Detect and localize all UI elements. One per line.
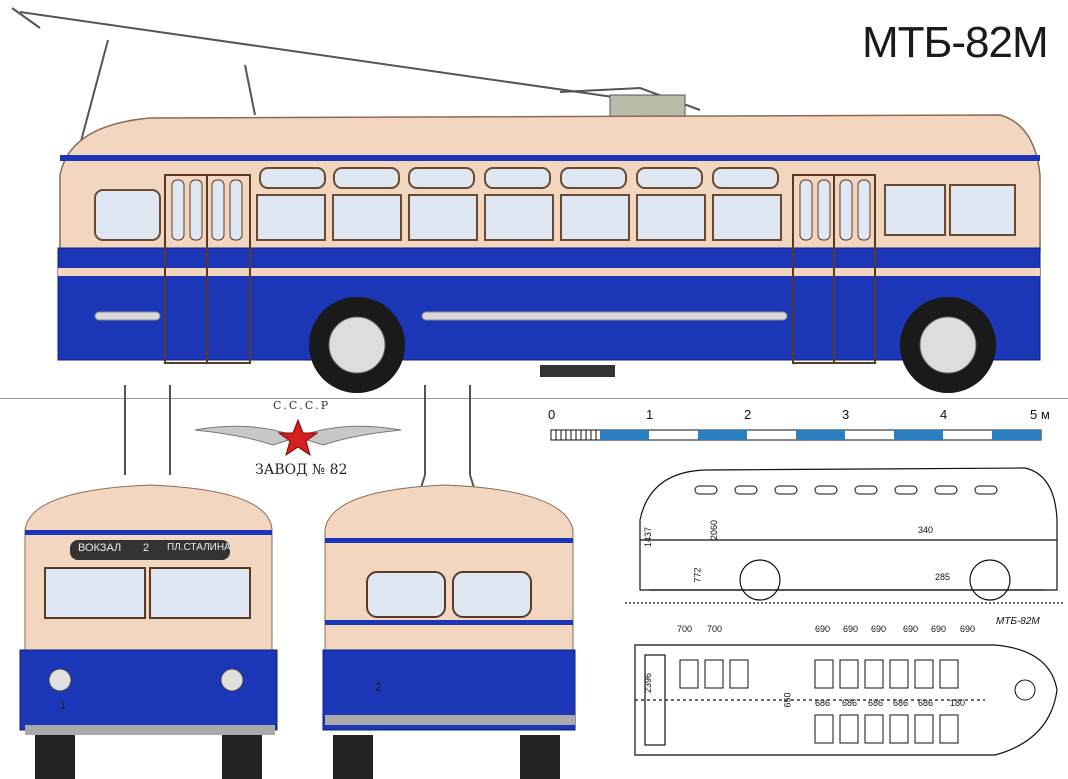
dim-low-0: 686	[815, 698, 831, 708]
rear-view-illustration	[322, 385, 576, 779]
technical-drawings	[625, 467, 1065, 756]
side-section-drawing	[625, 467, 1065, 604]
dim-low-1: 686	[842, 698, 858, 708]
page-title: МТБ-82М	[862, 18, 1049, 67]
scale-bar	[550, 429, 1042, 441]
side-view-illustration	[11, 7, 1041, 393]
emblem-country: С.С.С.Р	[273, 399, 331, 412]
rear-number: 2	[375, 680, 382, 694]
scale-label-4: 4	[940, 407, 948, 422]
drawing-model-label: МТБ-82М	[996, 616, 1040, 627]
dim-top-0: 700	[677, 624, 693, 634]
dim-top-6: 690	[931, 624, 947, 634]
dim-seat-depth: 285	[935, 572, 951, 582]
dim-aisle: 650	[782, 692, 793, 708]
dim-width: 2396	[643, 672, 654, 694]
emblem-wings	[194, 418, 402, 457]
sign-route: 2	[143, 542, 150, 554]
front-view-illustration	[19, 385, 278, 779]
dim-top-4: 690	[871, 624, 887, 634]
body-lower	[57, 247, 1041, 361]
dim-window: 1437	[643, 526, 654, 548]
emblem-factory: ЗАВОД № 82	[255, 462, 348, 478]
dim-low-3: 686	[893, 698, 909, 708]
dim-top-5: 690	[903, 624, 919, 634]
side-windows	[94, 167, 1016, 241]
destination-sign	[70, 540, 230, 560]
dim-low-4: 686	[918, 698, 934, 708]
dim-floor: 772	[692, 567, 703, 583]
front-number: 1	[60, 700, 67, 712]
scale-label-5: 5 м	[1030, 407, 1050, 422]
dim-seat: 340	[918, 525, 934, 535]
dim-top-3: 690	[843, 624, 859, 634]
dim-top-7: 690	[960, 624, 976, 634]
scale-label-3: 3	[842, 407, 850, 422]
dim-height: 2060	[709, 519, 720, 541]
scale-label-1: 1	[646, 407, 654, 422]
dim-top-1: 700	[707, 624, 723, 634]
wheels	[309, 297, 996, 393]
divider	[0, 398, 1068, 399]
doors	[164, 174, 876, 364]
dim-low-2: 686	[868, 698, 884, 708]
dim-low-5: 180	[950, 698, 966, 708]
scale-label-0: 0	[548, 407, 556, 422]
sign-left: ВОКЗАЛ	[78, 542, 122, 554]
sign-right: ПЛ.СТАЛИНА	[167, 542, 231, 553]
plan-view-drawing	[634, 644, 1058, 756]
scale-label-2: 2	[744, 407, 752, 422]
dim-top-2: 690	[815, 624, 831, 634]
